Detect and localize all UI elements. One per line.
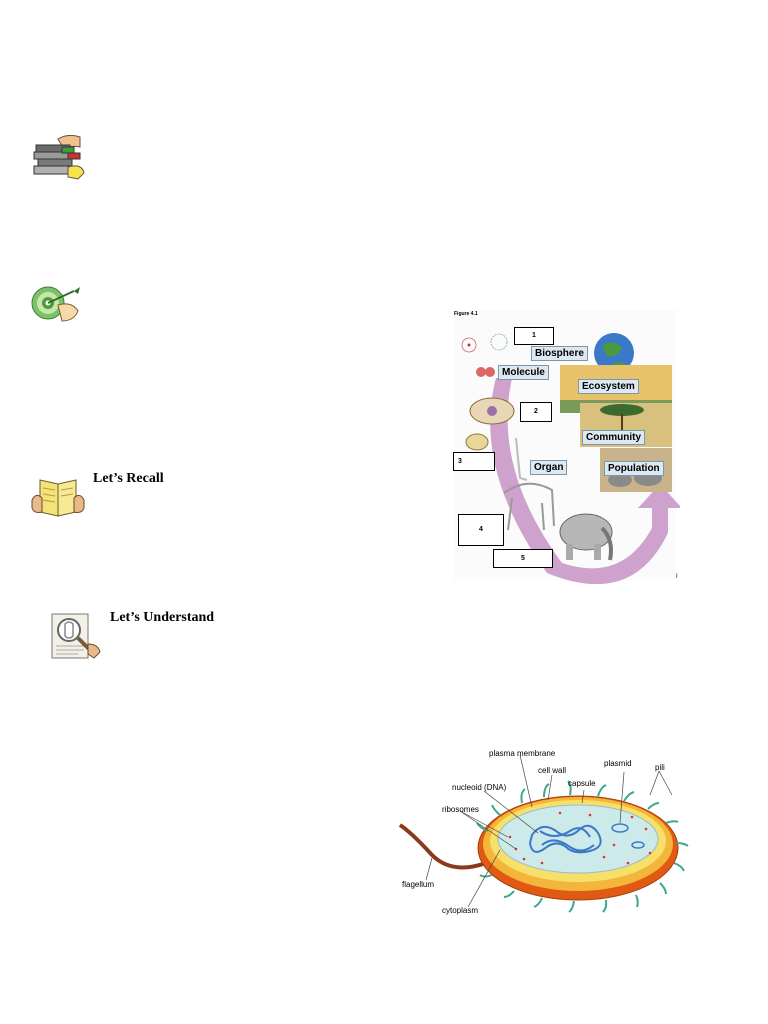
flagellum-shape: [398, 823, 487, 870]
elephant-image: [559, 513, 613, 551]
label-nucleoid: nucleoid (DNA): [452, 783, 507, 792]
level-label-ecosystem: Ecosystem: [578, 379, 639, 394]
answer-box-4[interactable]: 4: [458, 514, 504, 546]
magnifier-document-icon: [48, 610, 102, 662]
answer-box-2[interactable]: 2: [520, 402, 552, 422]
figure-caption: Figure 4.1: [454, 311, 478, 317]
level-label-population: Population: [604, 461, 664, 476]
level-label-organ: Organ: [530, 460, 568, 475]
skeleton-image: [503, 482, 555, 531]
target-icon: [28, 285, 84, 327]
label-plasma-membrane: plasma membrane: [489, 749, 556, 758]
answer-box-3[interactable]: 3: [453, 452, 495, 471]
level-label-molecule: Molecule: [498, 365, 549, 380]
lets-recall-heading: Let’s Recall: [93, 471, 164, 486]
figure-trailing-mark: I: [676, 574, 678, 580]
pili-shapes: [476, 780, 689, 913]
level-label-community: Community: [582, 430, 645, 445]
lets-understand-heading: Let’s Understand: [110, 610, 215, 625]
books-icon: [28, 133, 88, 183]
nucleoid-shape: [528, 824, 602, 854]
label-plasmid: plasmid: [604, 759, 632, 768]
answer-box-1[interactable]: 1: [514, 327, 554, 345]
label-capsule: capsule: [568, 779, 596, 788]
label-ribosomes: ribosomes: [442, 805, 479, 814]
reading-book-icon: [30, 472, 86, 520]
label-cell-wall: cell wall: [538, 766, 567, 775]
plasmid-shape: [611, 823, 629, 833]
levels-of-organization-figure: Figure 4.1 1 2 3 4 5 Biosphere Molecule …: [452, 308, 682, 585]
label-cytoplasm: cytoplasm: [442, 906, 479, 915]
label-pili: pili: [655, 763, 665, 772]
answer-box-5[interactable]: 5: [493, 549, 553, 568]
level-label-biosphere: Biosphere: [531, 346, 588, 361]
label-flagellum: flagellum: [402, 880, 435, 889]
bacterial-cell-diagram: plasma membrane cell wall plasmid pili c…: [392, 745, 700, 930]
